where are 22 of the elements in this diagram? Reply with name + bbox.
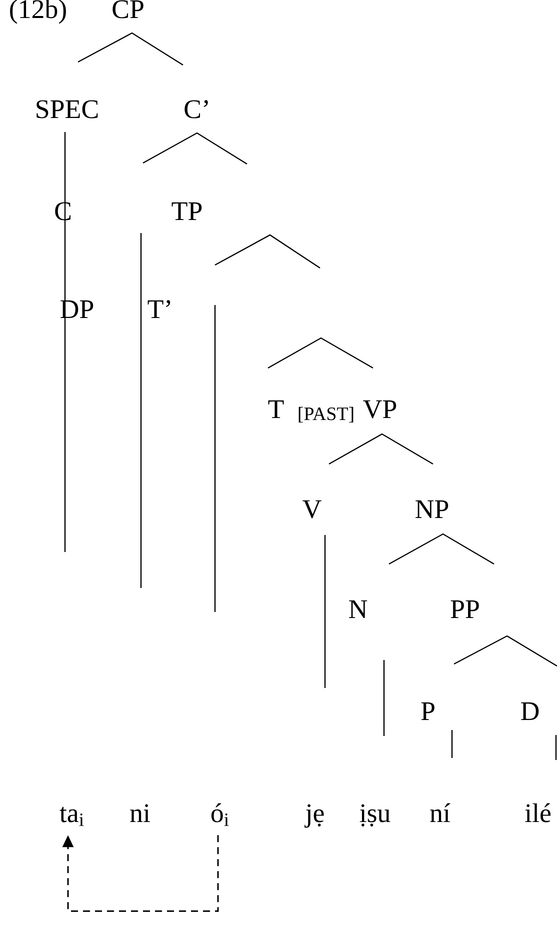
tree-label: ilé bbox=[525, 803, 551, 822]
tree-label: ni bbox=[130, 804, 150, 822]
tree-label: NP bbox=[416, 500, 448, 518]
tree-label: ịṣu bbox=[360, 804, 390, 826]
tree-label: N bbox=[349, 600, 368, 618]
tree-label: SPEC bbox=[36, 100, 98, 118]
tree-label: PP bbox=[450, 600, 479, 618]
tree-label: P bbox=[421, 702, 434, 720]
tree-label: D bbox=[521, 702, 539, 720]
tree-label: T bbox=[268, 400, 284, 418]
movement-arrow bbox=[62, 835, 219, 912]
tree-label: VP bbox=[363, 400, 396, 418]
tree-label: TP bbox=[172, 202, 202, 220]
word: ta$_{i}$ bbox=[60, 806, 84, 826]
tree-label: [PAST] bbox=[298, 406, 354, 423]
word: ó$_{i}$ bbox=[211, 803, 229, 826]
tree-label: T’ bbox=[148, 300, 170, 318]
tree-label: ní bbox=[430, 803, 450, 822]
tree-label: CP bbox=[112, 0, 144, 18]
tree-label: V bbox=[302, 500, 322, 518]
tree-label: C’ bbox=[184, 100, 208, 118]
tree-label: jẹ bbox=[304, 804, 324, 828]
